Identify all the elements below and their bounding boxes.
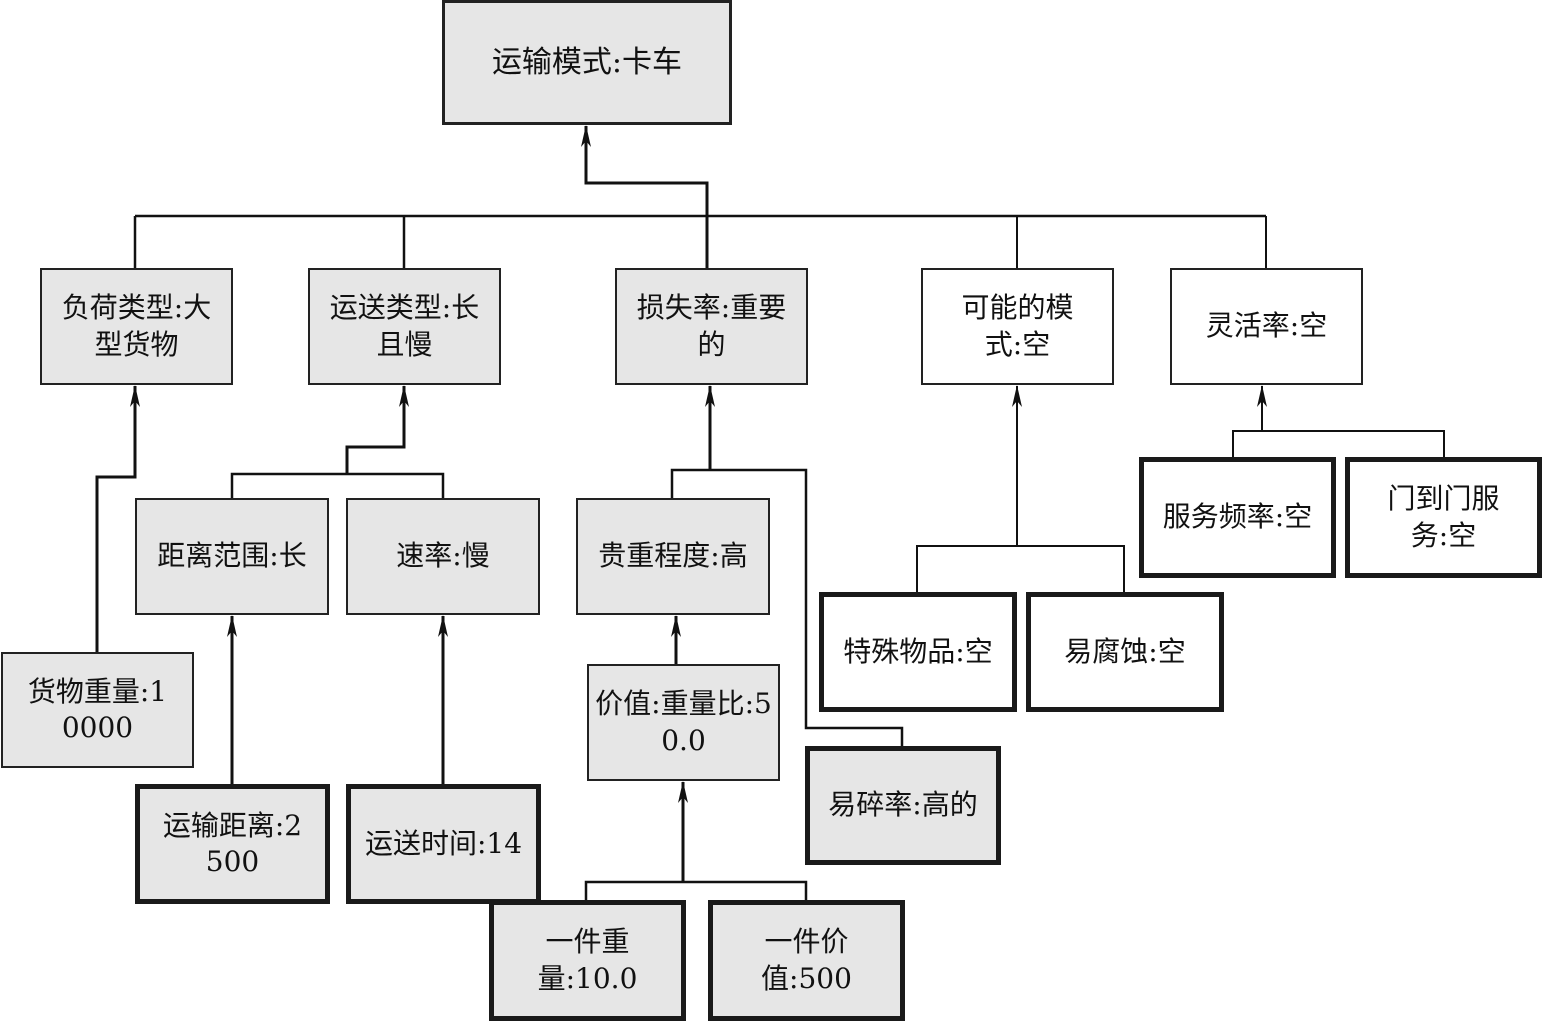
edge-merge-to-delivery-type	[345, 385, 409, 474]
node-preciousness-label: 贵重程度:高	[598, 539, 748, 573]
node-speed: 速率:慢	[346, 498, 540, 615]
node-load-type-label: 负荷类型:大型货物	[61, 291, 212, 361]
node-transport-mode-label: 运输模式:卡车	[491, 45, 683, 80]
node-distance-range: 距离范围:长	[135, 498, 329, 615]
node-fragility-label: 易碎率:高的	[828, 788, 978, 822]
node-flexibility: 灵活率:空	[1170, 268, 1363, 385]
node-door-to-door-label: 门到门服务:空	[1387, 482, 1500, 552]
node-fragility: 易碎率:高的	[805, 746, 1001, 865]
node-special-goods-label: 特殊物品:空	[843, 634, 993, 668]
node-preciousness: 贵重程度:高	[576, 498, 770, 615]
node-transport-mode: 运输模式:卡车	[442, 0, 732, 125]
edge-loss-to-mode	[581, 125, 709, 268]
node-speed-label: 速率:慢	[396, 539, 490, 573]
node-cargo-weight-label: 货物重量:10000	[27, 674, 168, 744]
node-unit-value: 一件价值:500	[708, 900, 905, 1021]
node-delivery-type: 运送类型:长且慢	[308, 268, 501, 385]
node-transport-distance-label: 运输距离:2500	[162, 808, 303, 878]
edge-preciousness-fragility-to-loss	[670, 468, 904, 746]
edge-distance-speed-to-delivery-type	[230, 472, 445, 498]
node-unit-weight: 一件重量:10.0	[489, 900, 686, 1021]
node-perishable: 易腐蚀:空	[1026, 592, 1224, 712]
node-transport-distance: 运输距离:2500	[135, 784, 330, 904]
node-special-goods: 特殊物品:空	[819, 592, 1017, 712]
node-possible-mode-label: 可能的模式:空	[961, 291, 1074, 361]
node-delivery-type-label: 运送类型:长且慢	[329, 291, 480, 361]
node-delivery-time: 运送时间:14	[346, 784, 541, 904]
node-door-to-door: 门到门服务:空	[1345, 457, 1542, 578]
node-load-type: 负荷类型:大型货物	[40, 268, 233, 385]
node-possible-mode: 可能的模式:空	[921, 268, 1114, 385]
node-cargo-weight: 货物重量:10000	[1, 652, 194, 768]
node-loss-rate-label: 损失率:重要的	[636, 291, 787, 361]
node-unit-value-label: 一件价值:500	[761, 925, 852, 995]
node-service-frequency: 服务频率:空	[1139, 457, 1336, 578]
edge-special-perishable-bus	[916, 545, 1125, 592]
node-flexibility-label: 灵活率:空	[1205, 309, 1328, 343]
node-value-weight-ratio: 价值:重量比:50.0	[587, 664, 780, 781]
node-value-weight-ratio-label: 价值:重量比:50.0	[595, 687, 772, 757]
edge-cargo-weight-to-load-type	[95, 385, 140, 652]
edge-unit-weight-value-bus	[584, 880, 808, 900]
node-loss-rate: 损失率:重要的	[615, 268, 808, 385]
node-distance-range-label: 距离范围:长	[157, 539, 307, 573]
node-service-frequency-label: 服务频率:空	[1162, 500, 1313, 534]
node-unit-weight-label: 一件重量:10.0	[537, 925, 638, 995]
node-perishable-label: 易腐蚀:空	[1064, 634, 1186, 668]
edge-frequency-door-bus	[1232, 430, 1445, 457]
node-delivery-time-label: 运送时间:14	[364, 826, 523, 860]
